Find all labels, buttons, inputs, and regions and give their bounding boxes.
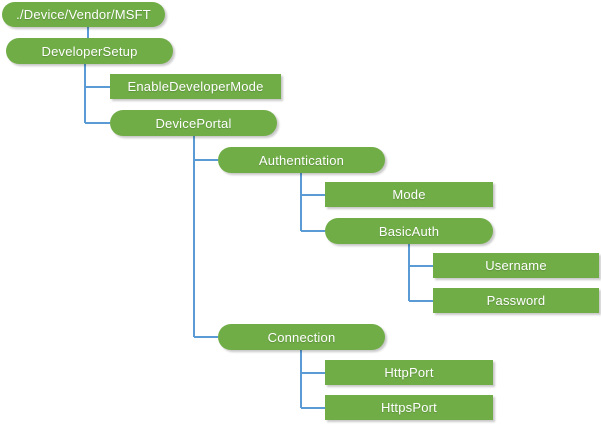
- node-label-mode: Mode: [392, 187, 426, 202]
- node-mode[interactable]: Mode: [325, 182, 493, 207]
- node-username[interactable]: Username: [433, 253, 599, 278]
- node-label-authentication: Authentication: [258, 152, 345, 168]
- node-label-developer-setup: DeveloperSetup: [41, 43, 138, 59]
- node-label-device-portal: DevicePortal: [155, 115, 232, 131]
- node-label-root: ./Device/Vendor/MSFT: [16, 7, 151, 22]
- node-label-http-port: HttpPort: [384, 365, 434, 380]
- node-label-password: Password: [486, 293, 546, 308]
- node-http-port[interactable]: HttpPort: [325, 360, 493, 385]
- node-label-basic-auth: BasicAuth: [378, 223, 440, 239]
- node-https-port[interactable]: HttpsPort: [325, 395, 493, 420]
- node-authentication[interactable]: Authentication: [218, 147, 385, 173]
- node-label-https-port: HttpsPort: [381, 400, 437, 415]
- node-enable-developer-mode[interactable]: EnableDeveloperMode: [110, 74, 281, 99]
- node-basic-auth[interactable]: BasicAuth: [325, 218, 493, 244]
- node-developer-setup[interactable]: DeveloperSetup: [6, 38, 173, 64]
- node-connection[interactable]: Connection: [218, 324, 385, 350]
- node-label-enable-developer-mode: EnableDeveloperMode: [127, 79, 264, 94]
- node-label-username: Username: [485, 258, 547, 273]
- node-device-portal[interactable]: DevicePortal: [110, 110, 277, 136]
- node-root[interactable]: ./Device/Vendor/MSFT: [2, 2, 165, 27]
- node-password[interactable]: Password: [433, 288, 599, 313]
- node-label-connection: Connection: [267, 329, 336, 345]
